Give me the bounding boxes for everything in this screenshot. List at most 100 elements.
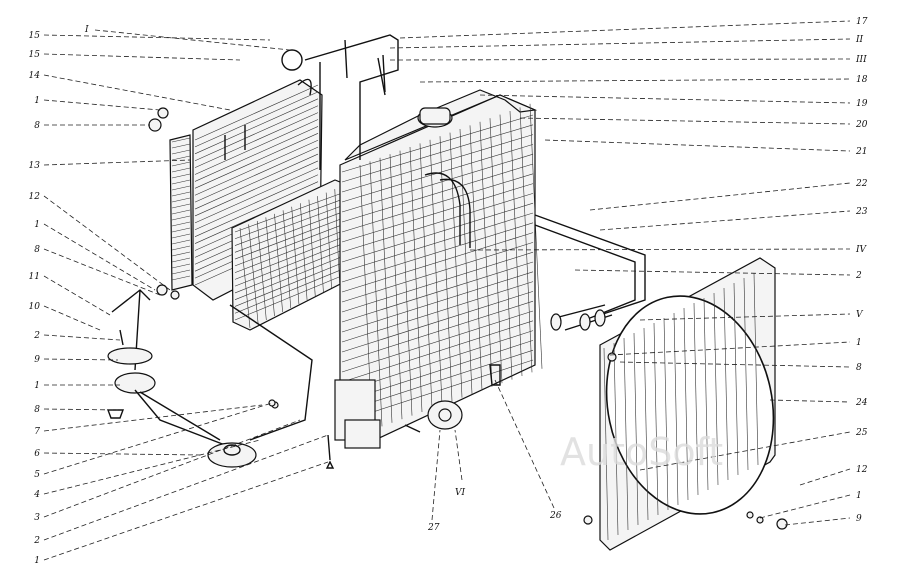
leader-right-17 (759, 494, 851, 519)
leader-left-12 (43, 358, 119, 361)
leader-left-9 (43, 275, 111, 316)
callout-right-18: 9 (856, 514, 862, 524)
callout-left-0: 15 (29, 31, 41, 41)
callout-right-11: V (856, 310, 864, 320)
leader-inline-0 (454, 429, 463, 481)
leader-left-7 (43, 223, 156, 291)
callout-right-8: 23 (855, 207, 868, 217)
callout-left-12: 9 (34, 355, 40, 365)
leader-left-1 (43, 53, 241, 61)
callout-left-2: 14 (29, 71, 41, 81)
mounting-frame (304, 34, 399, 170)
leader-right-2 (389, 58, 851, 61)
callout-left-10: 10 (29, 302, 41, 312)
callout-right-9: IV (855, 245, 868, 255)
leader-left-10 (43, 305, 101, 331)
leader-bottom-0 (431, 429, 441, 521)
callout-left-5: 13 (29, 161, 41, 171)
leader-left-3 (43, 99, 161, 111)
leader-left-8 (43, 248, 161, 296)
leader-lines (43, 20, 851, 561)
callout-right-6: 21 (855, 147, 867, 157)
callout-left-13: 1 (34, 381, 40, 391)
leader-right-9 (469, 248, 851, 251)
callout-right-7: 22 (855, 179, 868, 189)
leader-bottom-1 (494, 379, 555, 509)
callout-right-13: 8 (856, 363, 862, 373)
leader-top-0 (94, 29, 291, 51)
leader-left-6 (43, 195, 171, 291)
callout-left-6: 12 (29, 192, 41, 202)
callouts-bottom: 27 26 (427, 511, 562, 533)
callout-right-17: 1 (856, 491, 862, 501)
leader-left-2 (43, 74, 231, 111)
callout-left-9: 11 (29, 272, 40, 282)
leader-right-6 (544, 139, 851, 152)
leader-right-11 (639, 313, 851, 321)
callout-right-5: 20 (855, 120, 868, 130)
callout-left-7: 1 (34, 220, 40, 230)
leader-right-1 (389, 38, 851, 49)
mounting-hardware (106, 107, 335, 469)
leader-right-15 (639, 431, 851, 471)
lower-fittings (404, 364, 501, 433)
callout-right-2: III (855, 55, 867, 65)
leader-left-21 (43, 461, 329, 561)
leader-right-12 (609, 341, 851, 356)
callout-right-10: 2 (855, 271, 862, 281)
fan-shroud (583, 257, 788, 551)
callout-right-16: 12 (856, 465, 868, 475)
leader-left-11 (43, 334, 121, 341)
callouts-top: I (84, 25, 89, 35)
callout-right-14: 24 (855, 398, 868, 408)
callout-left-4: 8 (34, 121, 40, 131)
callout-left-21: 1 (34, 556, 40, 566)
leader-left-0 (43, 34, 271, 41)
leader-right-18 (784, 517, 851, 526)
callout-left-15: 7 (34, 427, 40, 437)
oil-cooler (169, 49, 323, 301)
leader-right-0 (399, 20, 851, 39)
leader-right-16 (799, 468, 851, 486)
main-radiator (334, 89, 543, 449)
leader-right-8 (599, 210, 851, 231)
pipes (534, 214, 646, 331)
callout-right-15: 25 (855, 428, 868, 438)
leader-right-13 (619, 361, 851, 368)
callout-right-1: II (855, 35, 864, 45)
callout-left-8: 8 (34, 245, 40, 255)
callout-left-20: 2 (33, 536, 40, 546)
callout-left-19: 3 (34, 513, 40, 523)
leader-right-4 (479, 94, 851, 104)
leader-right-7 (589, 182, 851, 211)
callouts-inline: VI (455, 488, 465, 498)
callout-right-4: 19 (856, 99, 868, 109)
callout-bottom-1: 26 (549, 511, 562, 521)
watermark: AutoSoft (560, 430, 723, 474)
callout-inline-0: VI (455, 488, 465, 498)
callout-left-14: 8 (34, 405, 40, 415)
callout-bottom-0: 27 (427, 523, 440, 533)
callout-left-11: 2 (33, 331, 40, 341)
leader-right-14 (769, 399, 851, 403)
callout-top-0: I (84, 25, 89, 35)
callout-left-1: 15 (29, 50, 41, 60)
leader-left-5 (43, 159, 191, 166)
callout-left-3: 1 (34, 96, 40, 106)
leader-left-19 (43, 419, 301, 518)
leader-right-5 (519, 117, 851, 125)
callout-right-12: 1 (856, 338, 862, 348)
callout-left-16: 6 (34, 449, 40, 459)
leader-left-20 (43, 434, 329, 541)
callout-left-18: 4 (33, 490, 40, 500)
leader-left-15 (43, 404, 263, 432)
leader-left-16 (43, 452, 201, 456)
callout-right-3: 18 (856, 75, 868, 85)
leader-left-14 (43, 408, 119, 411)
leader-right-3 (419, 78, 851, 83)
callout-right-0: 17 (856, 17, 868, 27)
leader-right-10 (574, 269, 851, 276)
